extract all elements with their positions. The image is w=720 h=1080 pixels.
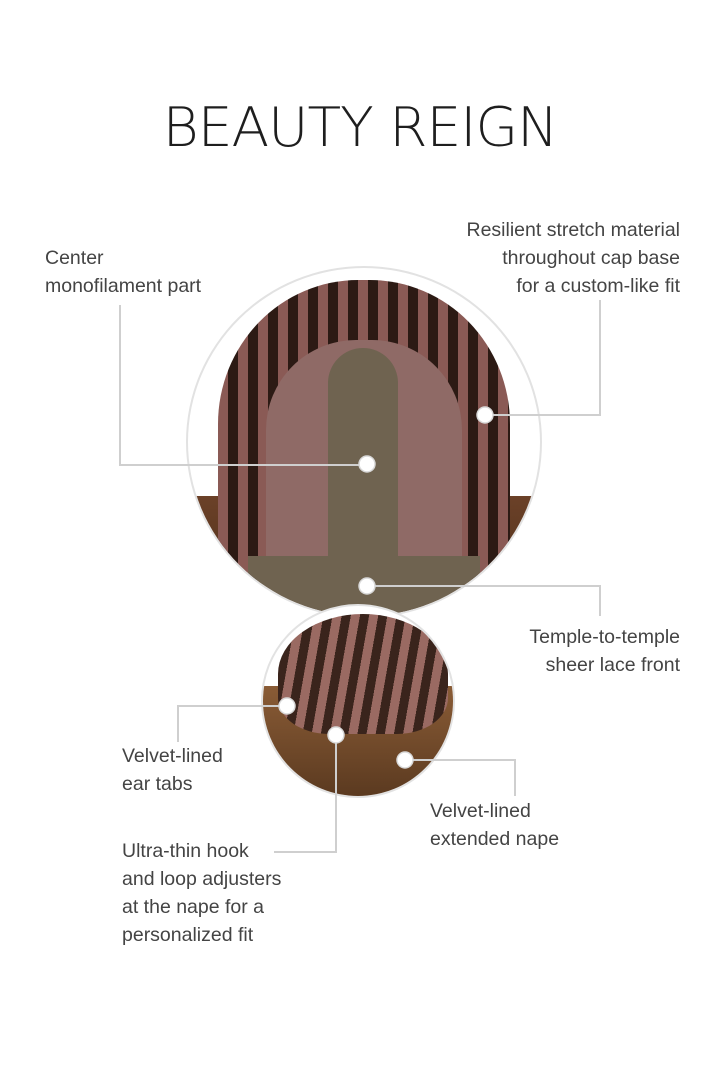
cap-top-view-image bbox=[186, 266, 542, 618]
callout-text: Velvet-lined bbox=[122, 745, 223, 767]
callout-hook: Ultra-thin hook and loop adjusters at th… bbox=[122, 837, 281, 949]
callout-dot bbox=[358, 577, 376, 595]
callout-text: throughout cap base bbox=[502, 247, 680, 269]
callout-text: extended nape bbox=[430, 828, 560, 850]
callout-text: and loop adjusters bbox=[122, 868, 282, 890]
callout-text: Temple-to-temple bbox=[529, 626, 680, 648]
callout-dot bbox=[476, 406, 494, 424]
callout-temple: Temple-to-temple sheer lace front bbox=[529, 623, 680, 679]
callout-stretch: Resilient stretch material throughout ca… bbox=[467, 216, 681, 300]
callout-text: for a custom-like fit bbox=[516, 275, 680, 297]
callout-text: ear tabs bbox=[122, 773, 193, 795]
callout-dot bbox=[278, 697, 296, 715]
page-title: BEAUTY REIGN bbox=[162, 96, 559, 159]
callout-text: Velvet-lined bbox=[430, 800, 531, 822]
callout-center-mono: Center monofilament part bbox=[45, 244, 201, 300]
callout-dot bbox=[327, 726, 345, 744]
callout-text: at the nape for a bbox=[122, 896, 265, 918]
callout-dot bbox=[396, 751, 414, 769]
callout-text: sheer lace front bbox=[545, 654, 680, 676]
callout-nape: Velvet-lined extended nape bbox=[430, 797, 559, 853]
callout-text: Resilient stretch material bbox=[466, 219, 681, 241]
callout-ear-tabs: Velvet-lined ear tabs bbox=[122, 742, 223, 798]
callout-dot bbox=[358, 455, 376, 473]
callout-text: Center bbox=[45, 247, 104, 269]
callout-text: personalized fit bbox=[122, 924, 254, 946]
callout-text: Ultra-thin hook bbox=[122, 840, 249, 862]
callout-text: monofilament part bbox=[45, 275, 202, 297]
